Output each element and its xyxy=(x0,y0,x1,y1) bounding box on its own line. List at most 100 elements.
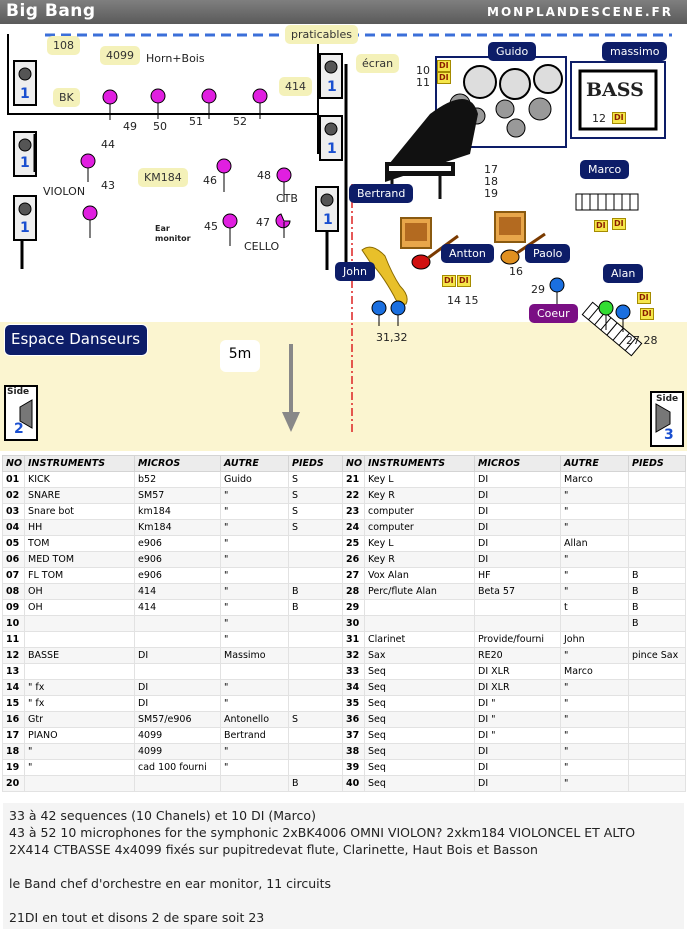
table-cell xyxy=(364,599,475,616)
table-cell: 03 xyxy=(2,503,25,520)
table-cell xyxy=(288,631,343,648)
monitor-number: 1 xyxy=(20,155,30,171)
mic-number: 49 xyxy=(123,120,137,133)
table-cell: 27 xyxy=(342,567,365,584)
table-cell: e906 xyxy=(134,567,221,584)
table-cell: Clarinet xyxy=(364,631,475,648)
mic-number: 51 xyxy=(189,115,203,128)
table-cell: " xyxy=(560,551,629,568)
table-cell: 15 xyxy=(2,695,25,712)
table-cell: Massimo xyxy=(220,647,289,664)
table-cell: " xyxy=(560,519,629,536)
channel-number: 27 28 xyxy=(626,334,658,347)
table-cell: B xyxy=(628,567,686,584)
channel-number: 10 xyxy=(416,64,430,77)
monitor-number: 1 xyxy=(20,220,30,236)
table-cell xyxy=(628,535,686,552)
title-bar: Big Bang MONPLANDESCENE.FR xyxy=(0,0,687,24)
table-cell: 26 xyxy=(342,551,365,568)
table-cell: t xyxy=(560,599,629,616)
table-cell: Seq xyxy=(364,759,475,776)
table-cell xyxy=(628,519,686,536)
note-108: 108 xyxy=(47,36,80,55)
table-cell: Seq xyxy=(364,775,475,792)
table-cell: b52 xyxy=(134,471,221,488)
column-header: INSTRUMENTS xyxy=(24,455,135,472)
grand-piano xyxy=(385,99,478,199)
table-cell: " xyxy=(560,727,629,744)
wedge-monitor xyxy=(13,60,37,106)
column-header: PIEDS xyxy=(288,455,343,472)
table-cell: " xyxy=(560,695,629,712)
table-cell: MED TOM xyxy=(24,551,135,568)
channel-number: 18 xyxy=(484,175,498,188)
channel-number: 29 xyxy=(531,283,545,296)
table-cell: " xyxy=(220,599,289,616)
table-cell xyxy=(628,503,686,520)
table-cell xyxy=(628,471,686,488)
table-cell: Guido xyxy=(220,471,289,488)
label-cello: CELLO xyxy=(244,240,280,253)
table-cell: 02 xyxy=(2,487,25,504)
table-cell: 13 xyxy=(2,663,25,680)
table-cell xyxy=(628,743,686,760)
praticable-outline xyxy=(7,34,319,115)
table-cell: Allan xyxy=(560,535,629,552)
keyboard-marco xyxy=(575,193,639,211)
monitor-number: 1 xyxy=(327,79,337,95)
table-cell xyxy=(288,727,343,744)
table-cell: computer xyxy=(364,503,475,520)
di-box: DI xyxy=(442,275,456,287)
di-box: DI xyxy=(457,275,471,287)
table-cell: B xyxy=(288,583,343,600)
musician-paolo: Paolo xyxy=(525,244,571,263)
table-cell xyxy=(474,599,561,616)
table-cell: " xyxy=(560,487,629,504)
di-box: DI xyxy=(437,60,451,72)
table-cell: SM57/e906 xyxy=(134,711,221,728)
table-cell xyxy=(220,775,289,792)
side-monitor-3 xyxy=(650,391,684,447)
table-cell xyxy=(628,631,686,648)
table-cell: Marco xyxy=(560,663,629,680)
table-cell xyxy=(288,615,343,632)
table-cell: " xyxy=(560,503,629,520)
table-cell: 21 xyxy=(342,471,365,488)
column-header: INSTRUMENTS xyxy=(364,455,475,472)
wedge-monitor xyxy=(319,115,343,161)
channel-number: 14 15 xyxy=(447,294,479,307)
table-cell: Seq xyxy=(364,711,475,728)
table-cell: Key L xyxy=(364,471,475,488)
note-ecran: écran xyxy=(356,54,400,73)
table-cell: DI xyxy=(474,743,561,760)
table-cell: DI xyxy=(134,647,221,664)
table-cell: DI xyxy=(474,519,561,536)
label-violon: VIOLON xyxy=(43,185,86,198)
mic-stands-symphonic xyxy=(80,88,292,246)
table-cell: 07 xyxy=(2,567,25,584)
column-header: NO xyxy=(2,455,25,472)
table-cell xyxy=(288,695,343,712)
table-cell: Key R xyxy=(364,551,475,568)
distance-label: 5m xyxy=(220,340,260,372)
table-cell: Seq xyxy=(364,727,475,744)
table-cell: DI xyxy=(474,503,561,520)
table-cell: Sax xyxy=(364,647,475,664)
table-cell: 414 xyxy=(134,583,221,600)
table-cell: Marco xyxy=(560,471,629,488)
table-cell: DI xyxy=(474,551,561,568)
table-cell: Beta 57 xyxy=(474,583,561,600)
table-cell: 08 xyxy=(2,583,25,600)
table-cell: " xyxy=(560,647,629,664)
table-cell: DI XLR xyxy=(474,663,561,680)
column-header: MICROS xyxy=(474,455,561,472)
espace-danseurs-label: Espace Danseurs xyxy=(4,324,148,356)
table-cell: 18 xyxy=(2,743,25,760)
table-cell xyxy=(628,775,686,792)
column-header: AUTRE xyxy=(220,455,289,472)
table-cell: DI " xyxy=(474,727,561,744)
